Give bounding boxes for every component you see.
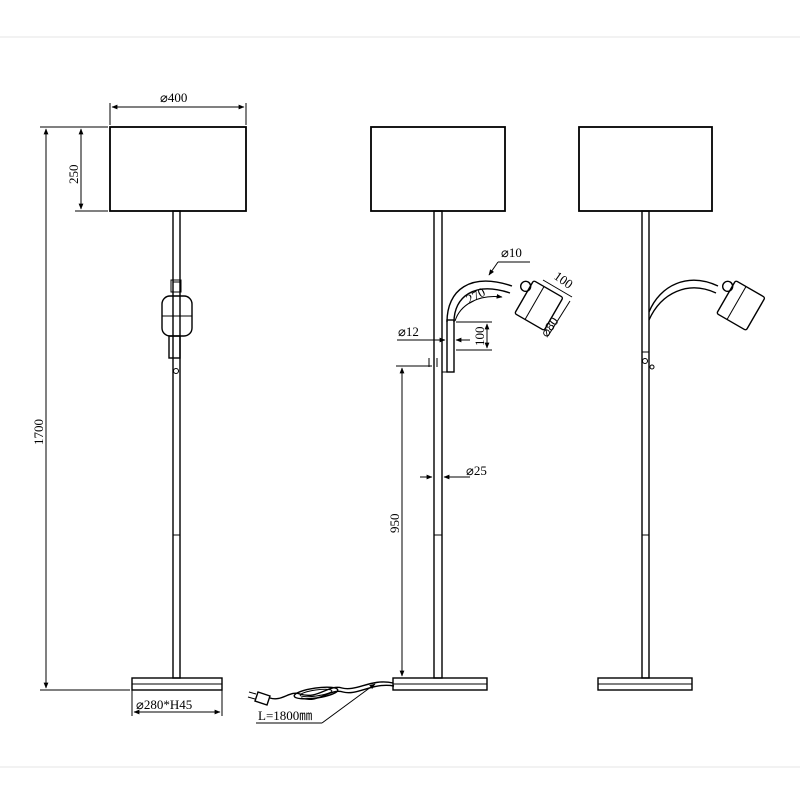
dim-shade-diameter: ⌀400	[160, 90, 187, 105]
dim-spot-diameter: ⌀80	[537, 314, 561, 340]
pole-2	[433, 210, 443, 679]
dim-flex-angle: 270	[463, 284, 487, 306]
dim-total-height: 1700	[31, 419, 46, 445]
lamp-shade	[109, 126, 247, 212]
lamp-shade-2	[370, 126, 506, 212]
dim-flex-diameter: ⌀10	[501, 245, 522, 260]
dim-cable-length: L=1800㎜	[258, 708, 312, 723]
power-cable	[269, 681, 395, 701]
pole	[172, 210, 181, 679]
plain-side-view	[578, 126, 766, 691]
dim-arm-mount-height: 950	[387, 514, 402, 534]
dim-spot-length: 100	[551, 268, 576, 291]
dim-pole-diameter: ⌀25	[466, 463, 487, 478]
side-view: ⌀10 270 100 ⌀80 ⌀12 100 ⌀25 950	[247, 126, 576, 724]
spotlight	[514, 280, 564, 331]
dim-arm-diameter: ⌀12	[398, 324, 419, 339]
flex-arm	[446, 280, 513, 323]
spotlight-3	[716, 280, 766, 331]
power-plug	[247, 691, 271, 706]
flex-arm-3	[648, 279, 719, 313]
dim-arm-height: 100	[472, 327, 487, 347]
pole-3	[641, 210, 650, 679]
dim-base: ⌀280*H45	[136, 697, 192, 712]
lamp-shade-3	[578, 126, 713, 212]
dim-shade-height: 250	[66, 165, 81, 185]
front-view: ⌀400 250 1700 ⌀280*H45	[31, 90, 247, 716]
